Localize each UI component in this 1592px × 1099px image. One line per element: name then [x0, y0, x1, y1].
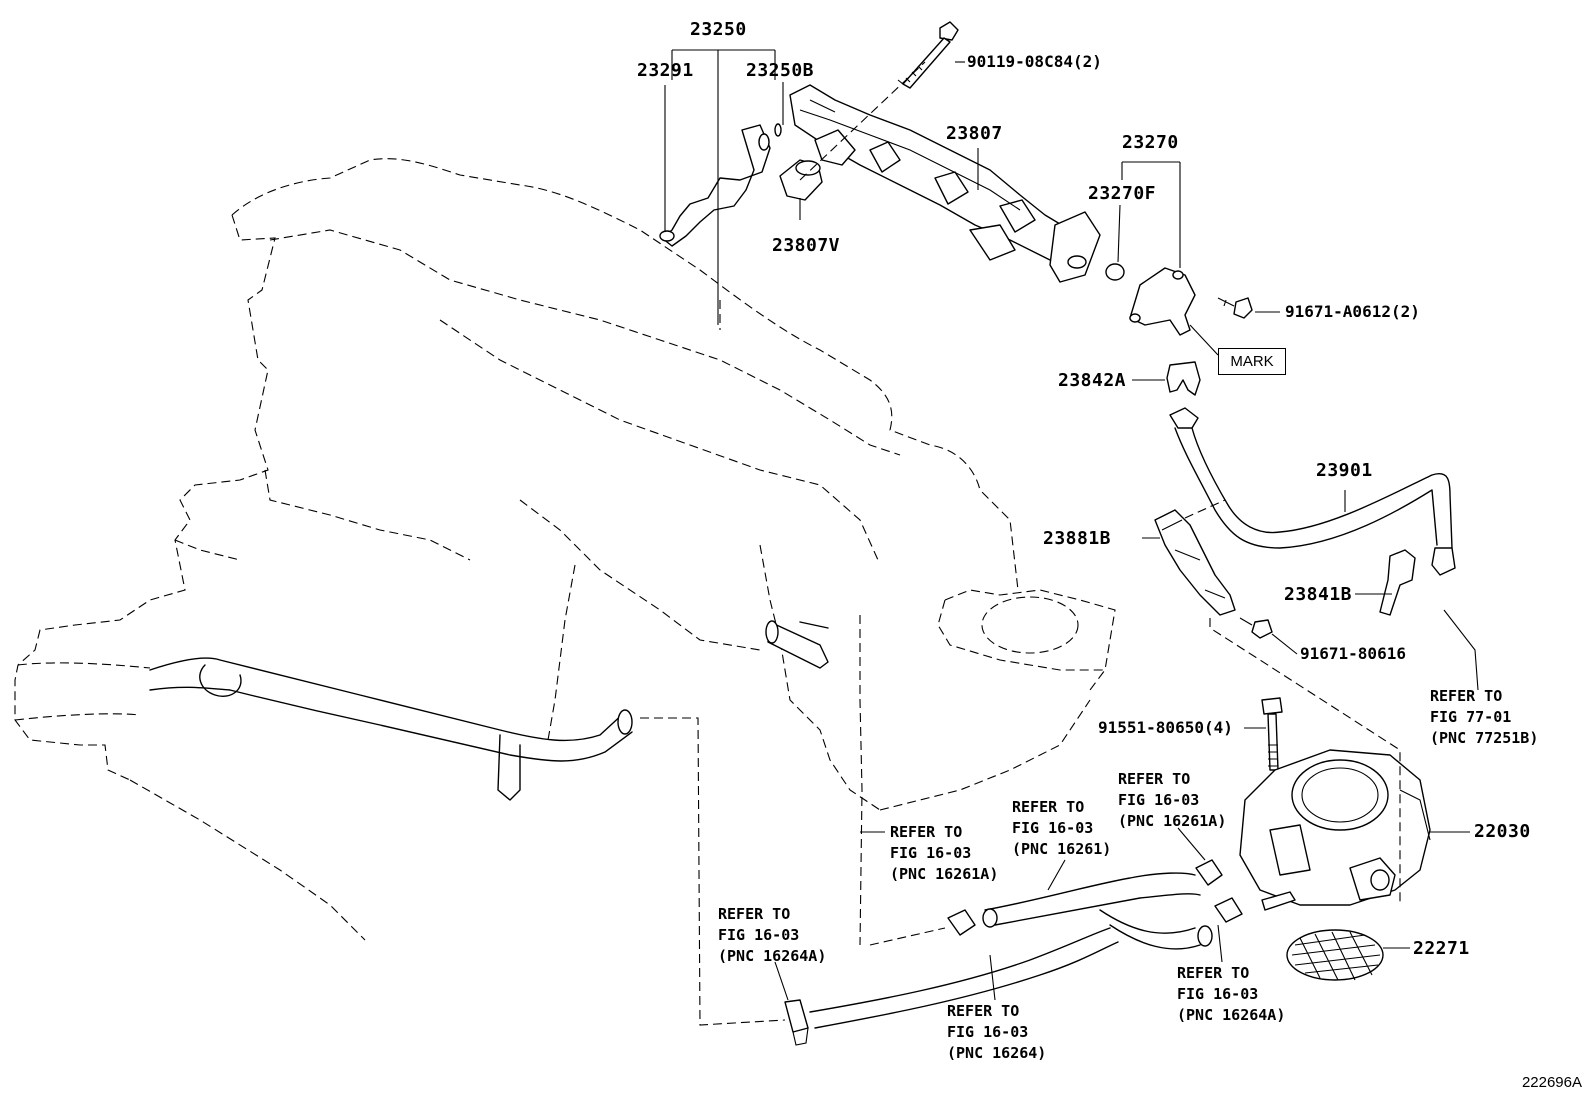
bolt-91671-80616	[1239, 617, 1273, 639]
part-label-22030: 22030	[1474, 821, 1531, 842]
part-label-91671-80616: 91671-80616	[1300, 644, 1406, 663]
bracket-23881b	[1154, 509, 1236, 616]
reference-note-16264: REFER TO FIG 16-03 (PNC 16264)	[947, 1002, 1047, 1062]
pressure-regulator	[1105, 263, 1196, 336]
bolt-91551	[1261, 697, 1283, 771]
reference-note-16264a-right: REFER TO FIG 16-03 (PNC 16264A)	[1177, 964, 1286, 1024]
throttle-body	[1239, 749, 1431, 911]
part-label-23841b: 23841B	[1284, 584, 1353, 605]
insulator	[779, 159, 823, 201]
part-label-23881b: 23881B	[1043, 528, 1112, 549]
fuel-delivery-pipe	[789, 84, 1101, 283]
part-label-23250b: 23250B	[746, 60, 815, 81]
part-label-22271: 22271	[1413, 938, 1470, 959]
part-label-91671-a0612: 91671-A0612(2)	[1285, 302, 1420, 321]
gasket	[1286, 929, 1384, 981]
part-label-90119-08c84: 90119-08C84(2)	[967, 52, 1102, 71]
engine-outline	[14, 158, 1116, 946]
reference-note-16264a-left: REFER TO FIG 16-03 (PNC 16264A)	[718, 905, 827, 965]
fuel-injector	[659, 123, 782, 247]
mark-label: MARK	[1218, 348, 1286, 375]
part-label-23270f: 23270F	[1088, 183, 1157, 204]
clamp-23841b	[1379, 549, 1416, 616]
part-label-23250: 23250	[690, 19, 747, 40]
part-label-23291: 23291	[637, 60, 694, 81]
part-label-23901: 23901	[1316, 460, 1373, 481]
fuel-hose	[1169, 407, 1456, 576]
water-hoses	[784, 859, 1243, 1046]
reference-note-77251b: REFER TO FIG 77-01 (PNC 77251B)	[1430, 687, 1539, 747]
reference-note-16261a-left: REFER TO FIG 16-03 (PNC 16261A)	[890, 823, 999, 883]
part-label-23807: 23807	[946, 123, 1003, 144]
reference-note-16261: REFER TO FIG 16-03 (PNC 16261)	[1012, 798, 1112, 858]
water-pipe	[149, 620, 829, 801]
clip-23842a	[1166, 361, 1201, 396]
connection-lines	[640, 61, 1401, 1026]
leader-lines	[664, 49, 1479, 1001]
figure-id: 222696A	[1521, 1074, 1582, 1091]
bolt-91671-a0612	[1217, 297, 1253, 319]
bolt-90119	[897, 21, 959, 89]
reference-note-16261a-right: REFER TO FIG 16-03 (PNC 16261A)	[1118, 770, 1227, 830]
part-label-91551-80650: 91551-80650(4)	[1098, 718, 1233, 737]
part-label-23807v: 23807V	[772, 235, 841, 256]
part-label-23270: 23270	[1122, 132, 1179, 153]
part-label-23842a: 23842A	[1058, 370, 1127, 391]
